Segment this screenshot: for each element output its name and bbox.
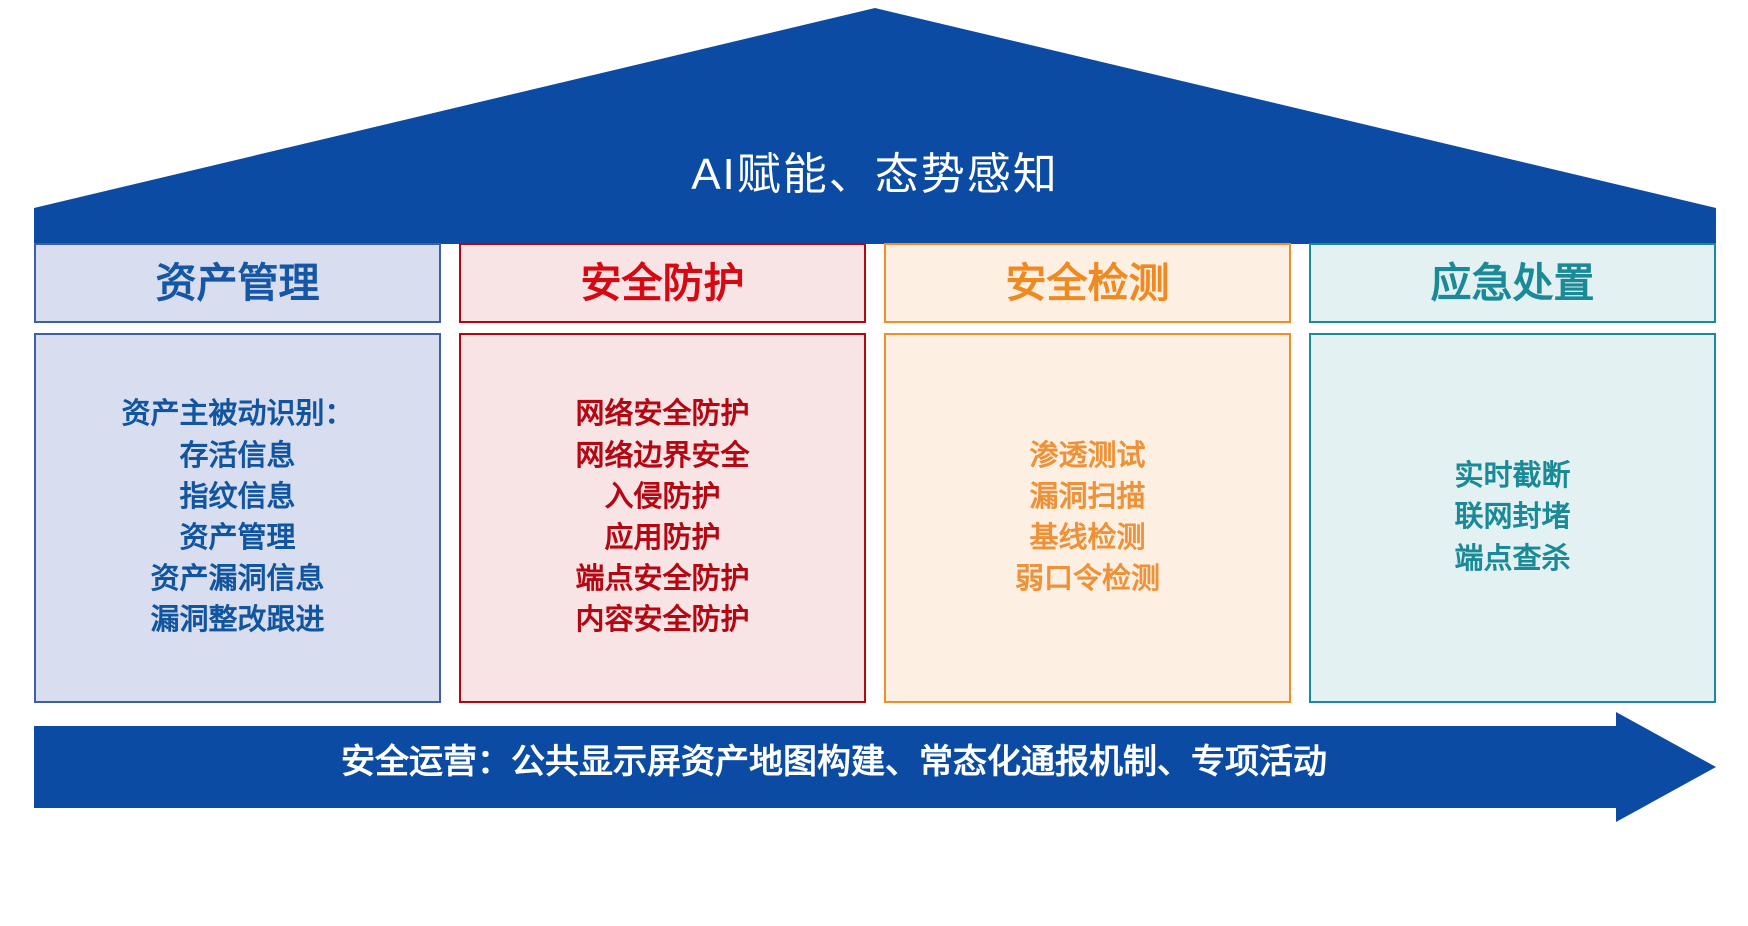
list-item: 存活信息	[179, 439, 296, 472]
footer-arrow-banner: 安全运营：公共显示屏资产地图构建、常态化通报机制、专项活动	[34, 712, 1716, 822]
column-emergency-response[interactable]: 应急处置 实时截断 联网封堵 端点查杀	[1309, 243, 1716, 703]
column-header-asset-management[interactable]: 资产管理	[34, 243, 441, 323]
column-item-list: 实时截断 联网封堵 端点查杀	[1454, 456, 1570, 580]
list-item: 端点查杀	[1454, 542, 1571, 575]
list-item: 弱口令检测	[1014, 563, 1160, 596]
list-item: 漏洞整改跟进	[150, 604, 325, 637]
list-item: 网络安全防护	[575, 398, 750, 431]
column-header-security-protection[interactable]: 安全防护	[459, 243, 866, 323]
list-item: 联网封堵	[1454, 501, 1571, 534]
column-item-list: 资产主被动识别： 存活信息 指纹信息 资产管理 资产漏洞信息 漏洞整改跟进	[121, 394, 353, 641]
column-item-list: 网络安全防护 网络边界安全 入侵防护 应用防护 端点安全防护 内容安全防护	[575, 394, 749, 641]
column-header-emergency-response[interactable]: 应急处置	[1309, 243, 1716, 323]
roof-banner: AI赋能、态势感知	[34, 8, 1716, 244]
column-title: 安全检测	[1005, 259, 1170, 306]
list-item: 资产主被动识别：	[121, 398, 354, 431]
pillar-columns: 资产管理 资产主被动识别： 存活信息 指纹信息 资产管理 资产漏洞信息 漏洞整改…	[34, 243, 1716, 703]
column-body-security-protection: 网络安全防护 网络边界安全 入侵防护 应用防护 端点安全防护 内容安全防护	[459, 333, 866, 703]
footer-label: 安全运营：公共显示屏资产地图构建、常态化通报机制、专项活动	[341, 743, 1327, 781]
list-item: 渗透测试	[1029, 439, 1146, 472]
column-title: 资产管理	[155, 259, 320, 306]
list-item: 内容安全防护	[575, 604, 750, 637]
list-item: 漏洞扫描	[1029, 480, 1146, 513]
column-body-asset-management: 资产主被动识别： 存活信息 指纹信息 资产管理 资产漏洞信息 漏洞整改跟进	[34, 333, 441, 703]
column-security-detection[interactable]: 安全检测 渗透测试 漏洞扫描 基线检测 弱口令检测	[884, 243, 1291, 703]
column-title: 安全防护	[580, 259, 745, 306]
list-item: 入侵防护	[604, 480, 721, 513]
list-item: 资产管理	[179, 522, 296, 554]
roof-label: AI赋能、态势感知	[691, 150, 1059, 199]
roof-triangle-icon	[34, 8, 1716, 244]
list-item: 实时截断	[1454, 460, 1571, 493]
column-security-protection[interactable]: 安全防护 网络安全防护 网络边界安全 入侵防护 应用防护 端点安全防护 内容安全…	[459, 243, 866, 703]
list-item: 基线检测	[1029, 522, 1146, 554]
list-item: 资产漏洞信息	[150, 563, 325, 596]
right-arrow-icon	[34, 712, 1716, 822]
column-item-list: 渗透测试 漏洞扫描 基线检测 弱口令检测	[1015, 436, 1160, 601]
column-header-security-detection[interactable]: 安全检测	[884, 243, 1291, 323]
list-item: 网络边界安全	[575, 439, 750, 472]
list-item: 端点安全防护	[575, 563, 750, 596]
column-body-emergency-response: 实时截断 联网封堵 端点查杀	[1309, 333, 1716, 703]
column-title: 应急处置	[1430, 259, 1595, 306]
list-item: 指纹信息	[179, 480, 296, 513]
column-body-security-detection: 渗透测试 漏洞扫描 基线检测 弱口令检测	[884, 333, 1291, 703]
list-item: 应用防护	[604, 522, 721, 554]
column-asset-management[interactable]: 资产管理 资产主被动识别： 存活信息 指纹信息 资产管理 资产漏洞信息 漏洞整改…	[34, 243, 441, 703]
